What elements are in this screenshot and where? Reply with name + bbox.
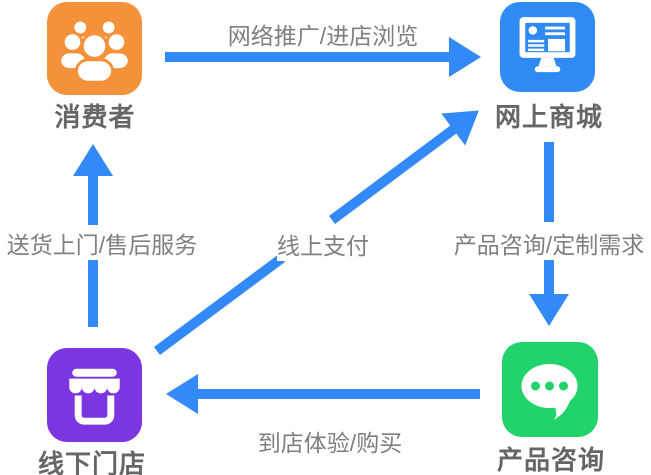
node-label-offline-store: 线下门店 <box>37 449 147 475</box>
node-online-mall <box>500 2 595 92</box>
arrow-store-to-mall-upper <box>329 110 479 225</box>
node-product-consult <box>502 342 598 437</box>
node-offline-store <box>47 348 142 442</box>
storefront-icon <box>47 348 142 442</box>
edge-label-consult-custom: 产品咨询/定制需求 <box>453 226 645 260</box>
node-label-product-consult: 产品咨询 <box>496 445 606 475</box>
monitor-icon <box>500 2 595 92</box>
node-label-consumer: 消费者 <box>54 102 136 132</box>
people-group-icon <box>47 2 142 95</box>
edge-label-delivery-aftersale: 送货上门/售后服务 <box>6 226 198 260</box>
edge-label-online-payment: 线上支付 <box>277 227 369 261</box>
node-label-online-mall: 网上商城 <box>494 102 604 132</box>
edge-label-visit-purchase: 到店体验/购买 <box>257 424 403 458</box>
node-consumer <box>47 2 142 95</box>
edge-label-promotion-browse: 网络推广/进店浏览 <box>227 17 419 51</box>
chat-bubble-icon <box>502 342 598 437</box>
arrow-store-to-mall-lower <box>154 253 285 356</box>
